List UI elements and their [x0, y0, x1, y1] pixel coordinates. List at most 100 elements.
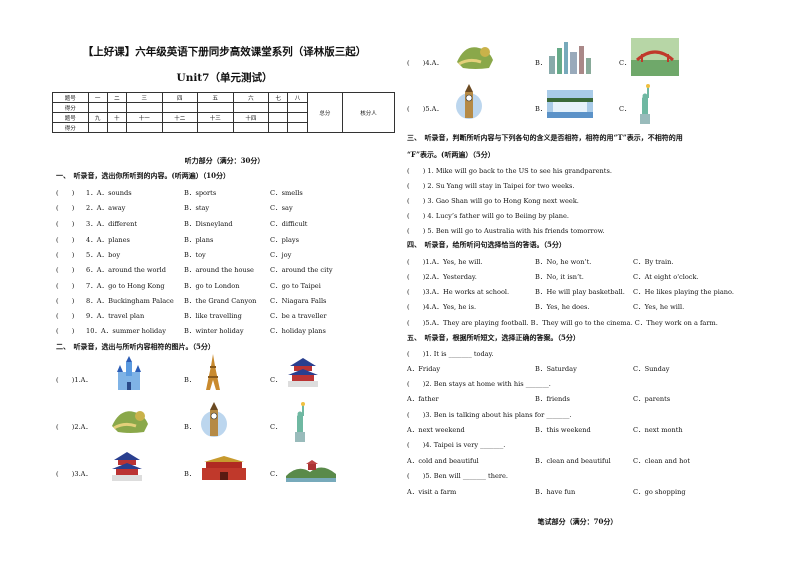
- big-ben-picture[interactable]: [455, 84, 483, 122]
- score-input-cell[interactable]: [197, 102, 234, 113]
- score-input-cell[interactable]: [161, 102, 199, 113]
- s2-q3-label[interactable]: ( )3.A．: [56, 470, 92, 478]
- s2-q5-b-label: B．: [535, 105, 547, 113]
- option-a: 5．A．boy: [86, 251, 121, 259]
- merlion-picture[interactable]: [455, 40, 495, 72]
- option-b: B．have fun: [535, 488, 576, 496]
- score-cell: 五: [197, 92, 234, 103]
- score-cell: 八: [287, 92, 308, 103]
- waterfall-picture[interactable]: [547, 90, 593, 118]
- score-input-cell[interactable]: [126, 102, 163, 113]
- option-b: B．like travelling: [184, 312, 242, 320]
- answer-paren[interactable]: ( ): [56, 327, 75, 335]
- score-cell: [287, 112, 308, 123]
- score-input-cell[interactable]: [106, 122, 128, 133]
- option-b: B．Saturday: [535, 365, 577, 373]
- s5-stem[interactable]: ( )1. It is _______ today.: [407, 350, 494, 358]
- option-c: C．clean and hot: [633, 457, 690, 465]
- temple-of-heaven-picture[interactable]: [286, 358, 320, 390]
- option-b: B．winter holiday: [184, 327, 244, 335]
- option-a: 7．A．go to Hong Kong: [86, 282, 165, 290]
- score-cell: 十三: [197, 112, 234, 123]
- s5-stem[interactable]: ( )5. Ben will _______ there.: [407, 472, 508, 480]
- s3-text[interactable]: ( ) 2. Su Yang will stay in Taipei for t…: [407, 182, 575, 190]
- s2-q4-label[interactable]: ( )4.A．: [407, 59, 443, 67]
- merlion-picture[interactable]: [110, 404, 150, 436]
- score-input-cell[interactable]: [87, 102, 108, 113]
- city-skyline-picture[interactable]: [547, 40, 593, 74]
- score-cell: 一: [87, 92, 108, 103]
- option-a: A．next weekend: [407, 426, 465, 434]
- score-input-cell[interactable]: [232, 122, 270, 133]
- answer-paren[interactable]: ( ): [56, 266, 75, 274]
- tiananmen-picture[interactable]: [200, 456, 248, 482]
- score-cell: 十四: [232, 112, 270, 123]
- s2-q1-b-label: B．: [184, 376, 196, 384]
- option-b: B．clean and beautiful: [535, 457, 611, 465]
- answer-paren[interactable]: ( ): [56, 312, 75, 320]
- score-input-cell[interactable]: [87, 122, 108, 133]
- s2-q5-label[interactable]: ( )5.A．: [407, 105, 443, 113]
- score-input-cell[interactable]: [197, 122, 234, 133]
- score-input-cell[interactable]: [232, 102, 270, 113]
- option-a: A．father: [407, 395, 439, 403]
- answer-paren[interactable]: ( ): [56, 297, 75, 305]
- s3-text[interactable]: ( ) 1. Mike will go back to the US to se…: [407, 167, 612, 175]
- option-c: C．Yes, he will.: [633, 303, 685, 311]
- score-input-cell[interactable]: [268, 122, 289, 133]
- answer-paren[interactable]: ( ): [56, 189, 75, 197]
- option-a[interactable]: ( )5.A．They are playing football. B．They…: [407, 319, 718, 327]
- option-c: C．holiday plans: [270, 327, 326, 335]
- statue-of-liberty-picture[interactable]: [633, 84, 657, 124]
- s3-text[interactable]: ( ) 4. Lucy’s father will go to Beiing b…: [407, 212, 569, 220]
- option-a[interactable]: ( )1.A．Yes, he will.: [407, 258, 483, 266]
- score-input-cell[interactable]: [106, 102, 128, 113]
- option-a: 9．A．travel plan: [86, 312, 145, 320]
- answer-paren[interactable]: ( ): [56, 220, 75, 228]
- option-b: B．around the house: [184, 266, 254, 274]
- section3-title-cont: “F”表示。(听两遍）（5分）: [407, 150, 495, 159]
- s2-q1-c-label: C．: [270, 376, 282, 384]
- writing-header: 笔试部分（满分：70分）: [537, 517, 618, 526]
- score-input-cell[interactable]: [287, 122, 308, 133]
- option-b: B．Yes, he does.: [535, 303, 590, 311]
- s2-q1-label[interactable]: ( )1.A．: [56, 376, 92, 384]
- big-ben-picture[interactable]: [200, 402, 228, 440]
- option-a: 2．A．away: [86, 204, 126, 212]
- s3-text[interactable]: ( ) 3. Gao Shan will go to Hong Kong nex…: [407, 197, 579, 205]
- option-b: B．this weekend: [535, 426, 591, 434]
- score-table: 题号 一 二 三 四 五 六 七 八 总分 核分人 得分 题号: [52, 92, 395, 133]
- option-a[interactable]: ( )4.A．Yes, he is.: [407, 303, 477, 311]
- s5-stem[interactable]: ( )4. Taipei is very _______.: [407, 441, 506, 449]
- option-a: 6．A．around the world: [86, 266, 166, 274]
- section1-title: 一、 听录音，选出你所听到的内容。(听两遍）（10分）: [56, 171, 231, 180]
- s5-stem[interactable]: ( )3. Ben is talking about his plans for…: [407, 411, 572, 419]
- score-input-cell[interactable]: [268, 102, 289, 113]
- statue-of-liberty-picture[interactable]: [288, 402, 312, 442]
- score-cell: 十: [106, 112, 128, 123]
- score-input-cell[interactable]: [161, 122, 199, 133]
- option-a[interactable]: ( )3.A．He works at school.: [407, 288, 510, 296]
- s2-q2-label[interactable]: ( )2.A．: [56, 423, 92, 431]
- pavilion-landscape-picture[interactable]: [286, 456, 336, 482]
- eiffel-tower-picture[interactable]: [202, 354, 224, 392]
- option-a: 8．A．Buckingham Palace: [86, 297, 174, 305]
- disney-castle-picture[interactable]: [112, 356, 146, 392]
- score-input-cell[interactable]: [126, 122, 163, 133]
- answer-paren[interactable]: ( ): [56, 236, 75, 244]
- answer-paren[interactable]: ( ): [56, 204, 75, 212]
- score-input-cell[interactable]: [287, 102, 308, 113]
- s5-stem[interactable]: ( )2. Ben stays at home with his _______…: [407, 380, 551, 388]
- option-a: 10．A．summer holiday: [86, 327, 166, 335]
- option-a: 1．A．sounds: [86, 189, 132, 197]
- red-bridge-picture[interactable]: [631, 38, 679, 76]
- s2-q5-c-label: C．: [619, 105, 631, 113]
- score-cell: 得分: [52, 102, 89, 113]
- s3-text[interactable]: ( ) 5. Ben will go to Australia with his…: [407, 227, 605, 235]
- option-a[interactable]: ( )2.A．Yesterday.: [407, 273, 477, 281]
- answer-paren[interactable]: ( ): [56, 251, 75, 259]
- page-title: 【上好课】六年级英语下册同步高效课堂系列（译林版三起）: [82, 46, 367, 58]
- answer-paren[interactable]: ( ): [56, 282, 75, 290]
- temple-of-heaven-picture[interactable]: [110, 452, 144, 484]
